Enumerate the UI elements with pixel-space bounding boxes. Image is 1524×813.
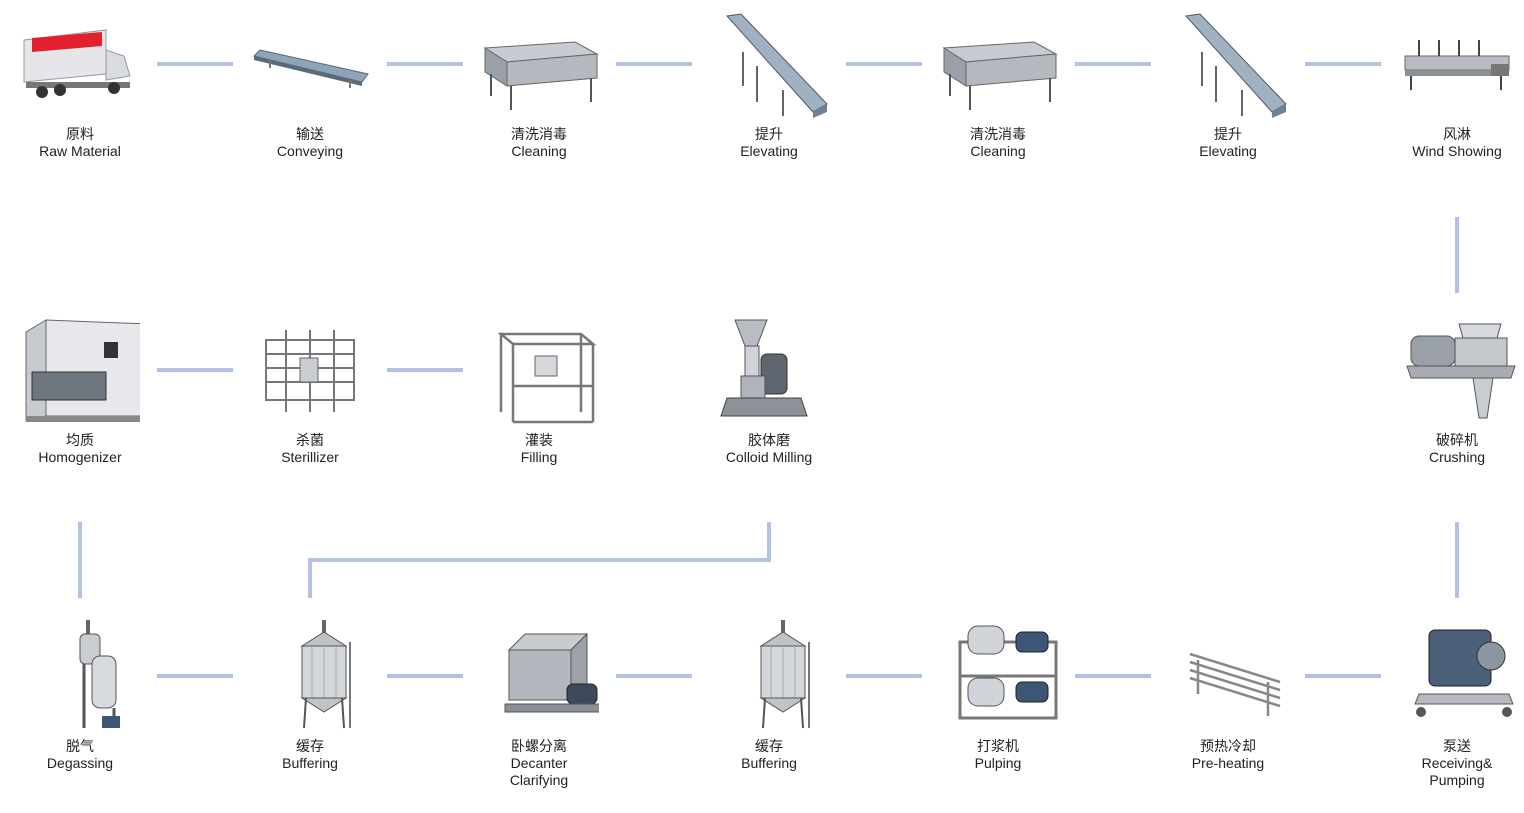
sterilizer-icon [265,330,355,412]
washer-icon [942,41,1058,110]
node-en-label: Buffering [741,755,797,771]
node-en-label: Receiving& [1421,755,1493,771]
elevator-icon [1185,13,1287,118]
node-en-label: Cleaning [970,143,1026,159]
node-en-label: Elevating [1199,143,1257,159]
tank-icon [300,620,351,729]
node-en-label: Conveying [276,143,344,159]
air-shower-icon [1404,40,1510,90]
node-conveying: 输送 Conveying [235,22,385,160]
node-cn-label: 预热冷却 [1200,738,1256,754]
node-en-label-line2: Clarifying [509,772,569,788]
node-cn-label: 胶体磨 [748,432,790,448]
node-decanter: 卧螺分离 Decanter Clarifying [464,620,614,789]
node-crushing: 破碎机 Crushing [1382,316,1524,466]
tank-icon [759,620,810,729]
node-degassing: 脱气 Degassing [5,620,155,772]
node-cn-label: 提升 [1214,126,1242,142]
node-colloid-milling: 胶体磨 Colloid Milling [694,316,844,466]
node-cleaning-1: 清洗消毒 Cleaning [464,22,614,160]
homogenizer-icon [25,319,140,422]
node-cn-label: 脱气 [66,738,94,754]
node-pre-heating: 预热冷却 Pre-heating [1153,620,1303,772]
node-wind-showing: 风淋 Wind Showing [1382,22,1524,160]
node-en-label: Colloid Milling [725,449,813,465]
node-cn-label: 提升 [755,126,783,142]
node-cn-label: 原料 [66,126,94,142]
node-cn-label: 清洗消毒 [511,126,567,142]
node-cn-label: 卧螺分离 [511,738,567,754]
node-cn-label: 缓存 [296,738,324,754]
elevator-icon [726,13,828,118]
pump-icon [1414,629,1514,717]
node-cleaning-2: 清洗消毒 Cleaning [923,22,1073,160]
node-cn-label: 灌装 [525,432,553,448]
colloid-mill-icon [720,319,808,417]
truck-icon [23,29,131,98]
degasser-icon [79,620,120,728]
node-raw-material: 原料 Raw Material [5,22,155,160]
connector-elbow [308,522,771,598]
pulper-icon [958,625,1058,720]
node-pulping: 打浆机 Pulping [923,620,1073,772]
crusher-icon [1406,323,1516,419]
node-cn-label: 均质 [66,432,94,448]
node-receiving-pumping: 泵送 Receiving& Pumping [1382,620,1524,789]
node-elevating-2: 提升 Elevating [1153,12,1303,160]
node-en-label: Pulping [974,755,1022,771]
node-en-label: Cleaning [511,143,567,159]
node-en-label: Decanter [510,755,568,771]
node-buffering-1: 缓存 Buffering [235,620,385,772]
node-cn-label: 缓存 [755,738,783,754]
node-en-label: Crushing [1428,449,1486,465]
node-cn-label: 打浆机 [977,738,1019,754]
node-cn-label: 清洗消毒 [970,126,1026,142]
node-cn-label: 杀菌 [296,432,324,448]
node-buffering-2: 缓存 Buffering [694,620,844,772]
node-cn-label: 泵送 [1443,738,1471,754]
node-homogenizer: 均质 Homogenizer [5,316,155,466]
node-cn-label: 输送 [296,126,324,142]
conveyor-icon [253,49,369,88]
node-en-label: Degassing [46,755,114,771]
node-en-label: Pre-heating [1191,755,1265,771]
heat-exchanger-icon [1189,652,1281,716]
node-cn-label: 风淋 [1443,126,1471,142]
node-en-label: Homogenizer [38,449,122,465]
node-filling: 灌装 Filling [464,316,614,466]
node-en-label: Sterillizer [281,449,339,465]
washer-icon [483,41,599,110]
decanter-icon [504,632,599,713]
node-cn-label: 破碎机 [1436,432,1478,448]
node-en-label-line2: Pumping [1429,772,1485,788]
node-elevating-1: 提升 Elevating [694,12,844,160]
filling-frame-icon [497,332,597,424]
node-sterillizer: 杀菌 Sterillizer [235,316,385,466]
node-en-label: Filling [520,449,558,465]
node-en-label: Raw Material [39,143,121,159]
node-en-label: Buffering [282,755,338,771]
node-en-label: Wind Showing [1412,143,1502,159]
node-en-label: Elevating [740,143,798,159]
